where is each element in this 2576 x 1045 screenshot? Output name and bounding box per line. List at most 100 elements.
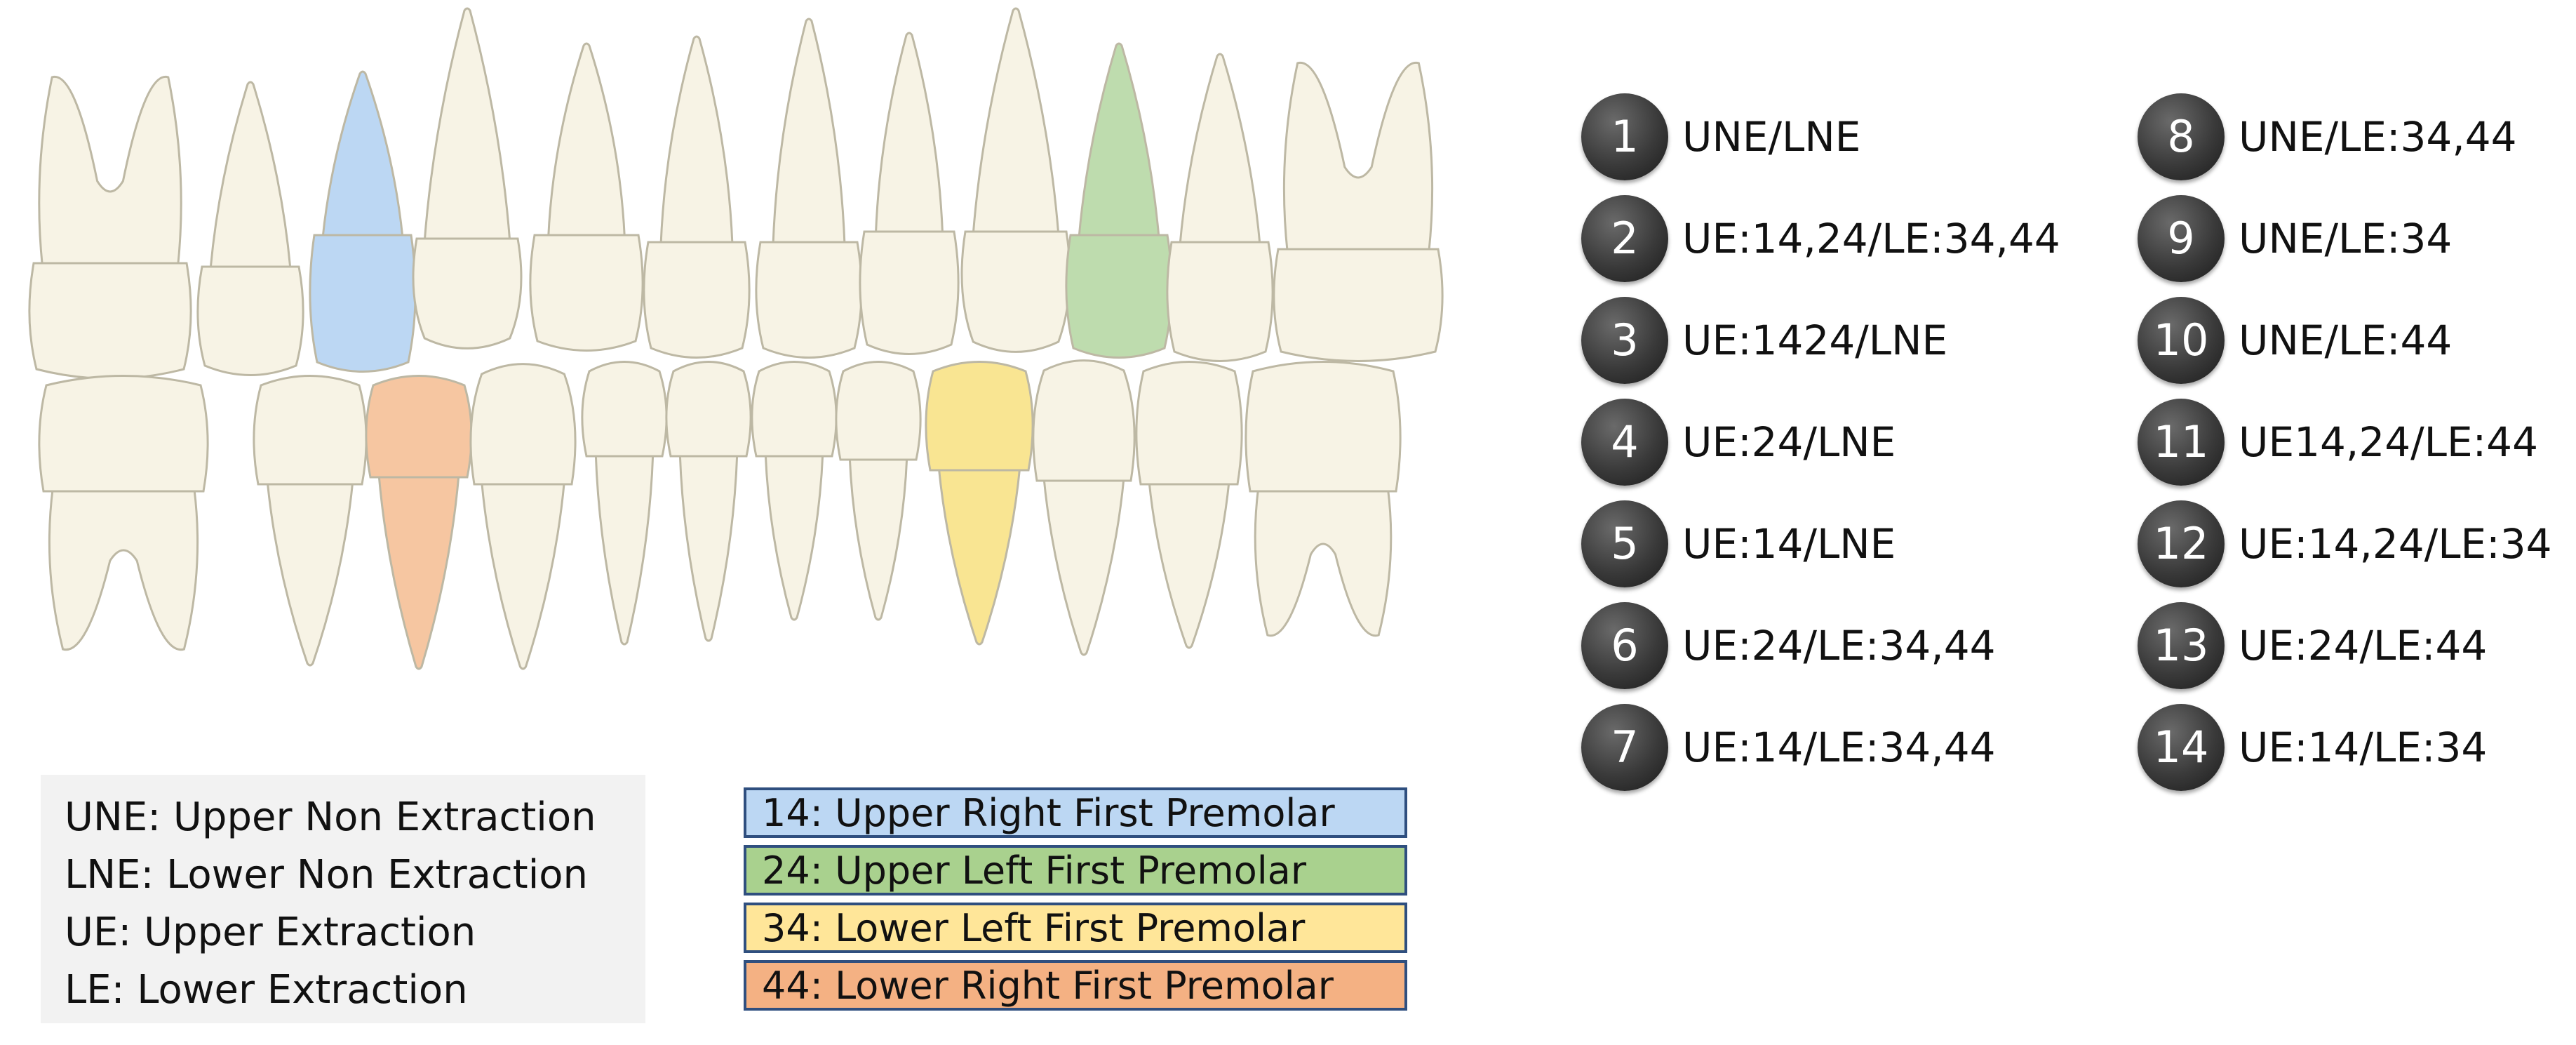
tooth-crown: [196, 265, 304, 376]
abbreviation-item: LE: Lower Extraction: [65, 967, 468, 1013]
case-label: UNE/LE:34: [2239, 214, 2453, 262]
case-item: 1 UNE/LNE: [1581, 86, 2060, 187]
case-label: UNE/LNE: [1682, 112, 1861, 161]
tooth-crown: [1273, 248, 1444, 362]
case-number-badge: 12: [2138, 500, 2225, 587]
tooth-crown: [1065, 234, 1173, 359]
case-label: UE:14/LNE: [1682, 519, 1896, 568]
case-item: 11 UE14,24/LE:44: [2138, 391, 2552, 493]
tooth-crown: [1135, 361, 1243, 486]
tooth-root: [423, 7, 511, 243]
tooth-crown: [253, 375, 368, 486]
tooth-root: [937, 466, 1021, 646]
teeth-diagram: [28, 7, 1444, 670]
tooth-root: [48, 487, 199, 651]
tooth-root: [321, 70, 404, 239]
case-label: UE:14,24/LE:34,44: [1682, 214, 2060, 262]
tooth-crown: [38, 375, 209, 493]
tooth-root: [480, 480, 566, 670]
tooth-root: [848, 455, 908, 621]
tooth-crown: [859, 230, 960, 355]
legend-item-14: 14: Upper Right First Premolar: [744, 787, 1407, 838]
case-number-badge: 11: [2138, 398, 2225, 486]
case-label: UE:1424/LNE: [1682, 316, 1948, 364]
abbreviation-item: UE: Upper Extraction: [65, 910, 476, 955]
tooth-root: [678, 452, 739, 642]
upper-tooth: [28, 75, 192, 380]
legend-item-24: 24: Upper Left First Premolar: [744, 845, 1407, 896]
tooth-crown: [365, 375, 473, 479]
abbreviation-item: UNE: Upper Non Extraction: [65, 794, 596, 840]
tooth-root: [209, 81, 292, 271]
lower-tooth: [365, 375, 473, 670]
upper-tooth: [196, 81, 304, 376]
upper-tooth: [309, 70, 417, 373]
case-item: 10 UNE/LE:44: [2138, 289, 2552, 391]
tooth-root: [1078, 42, 1160, 239]
case-label: UE:24/LE:34,44: [1682, 621, 1996, 670]
tooth-crown: [751, 361, 838, 458]
lower-tooth: [253, 375, 368, 667]
upper-tooth: [1166, 53, 1274, 362]
case-number-badge: 6: [1581, 601, 1668, 689]
lower-tooth: [751, 361, 838, 621]
case-label: UE:14,24/LE:34: [2239, 519, 2552, 568]
legend-item-34: 34: Lower Left First Premolar: [744, 903, 1407, 953]
tooth-crown: [925, 361, 1034, 472]
tooth-root: [972, 7, 1060, 236]
tooth-crown: [835, 361, 922, 461]
upper-tooth: [1065, 42, 1173, 359]
tooth-root: [772, 18, 846, 246]
case-number-badge: 9: [2138, 194, 2225, 282]
case-number-badge: 1: [1581, 93, 1668, 180]
tooth-crown: [643, 241, 751, 359]
tooth-root: [659, 35, 734, 246]
tooth-root: [38, 75, 182, 267]
case-number-badge: 8: [2138, 93, 2225, 180]
case-item: 2 UE:14,24/LE:34,44: [1581, 187, 2060, 289]
case-number-badge: 7: [1581, 703, 1668, 791]
upper-tooth: [1273, 61, 1444, 362]
case-label: UE14,24/LE:44: [2239, 418, 2538, 466]
upper-tooth: [529, 42, 644, 352]
tooth-root: [874, 32, 944, 236]
upper-arch: [28, 7, 1444, 380]
case-item: 8 UNE/LE:34,44: [2138, 86, 2552, 187]
lower-tooth: [581, 361, 668, 646]
tooth-root: [764, 452, 824, 621]
tooth-crown: [1245, 361, 1402, 493]
case-label: UNE/LE:34,44: [2239, 112, 2517, 161]
tooth-root: [547, 42, 626, 239]
upper-tooth: [859, 32, 960, 355]
case-label: UNE/LE:44: [2239, 316, 2453, 364]
upper-tooth: [755, 18, 863, 359]
case-number-badge: 2: [1581, 194, 1668, 282]
tooth-crown: [412, 237, 523, 350]
tooth-color-legend: 14: Upper Right First Premolar 24: Upper…: [744, 787, 1407, 1018]
case-number-badge: 10: [2138, 296, 2225, 384]
lower-tooth: [469, 363, 577, 670]
abbreviation-item: LNE: Lower Non Extraction: [65, 852, 589, 898]
case-label: UE:24/LE:44: [2239, 621, 2488, 670]
upper-tooth: [960, 7, 1071, 353]
lower-tooth: [835, 361, 922, 621]
case-number-badge: 13: [2138, 601, 2225, 689]
case-label: UE:14/LE:34: [2239, 723, 2488, 771]
tooth-root: [1042, 477, 1125, 656]
tooth-root: [266, 480, 354, 667]
lower-arch: [38, 359, 1402, 670]
tooth-crown: [469, 363, 577, 486]
lower-tooth: [1032, 359, 1136, 656]
tooth-crown: [1032, 359, 1136, 482]
tooth-crown: [960, 230, 1071, 353]
tooth-crown: [309, 234, 417, 373]
tooth-crown: [665, 361, 752, 458]
tooth-root: [1148, 480, 1230, 649]
case-item: 12 UE:14,24/LE:34: [2138, 493, 2552, 594]
